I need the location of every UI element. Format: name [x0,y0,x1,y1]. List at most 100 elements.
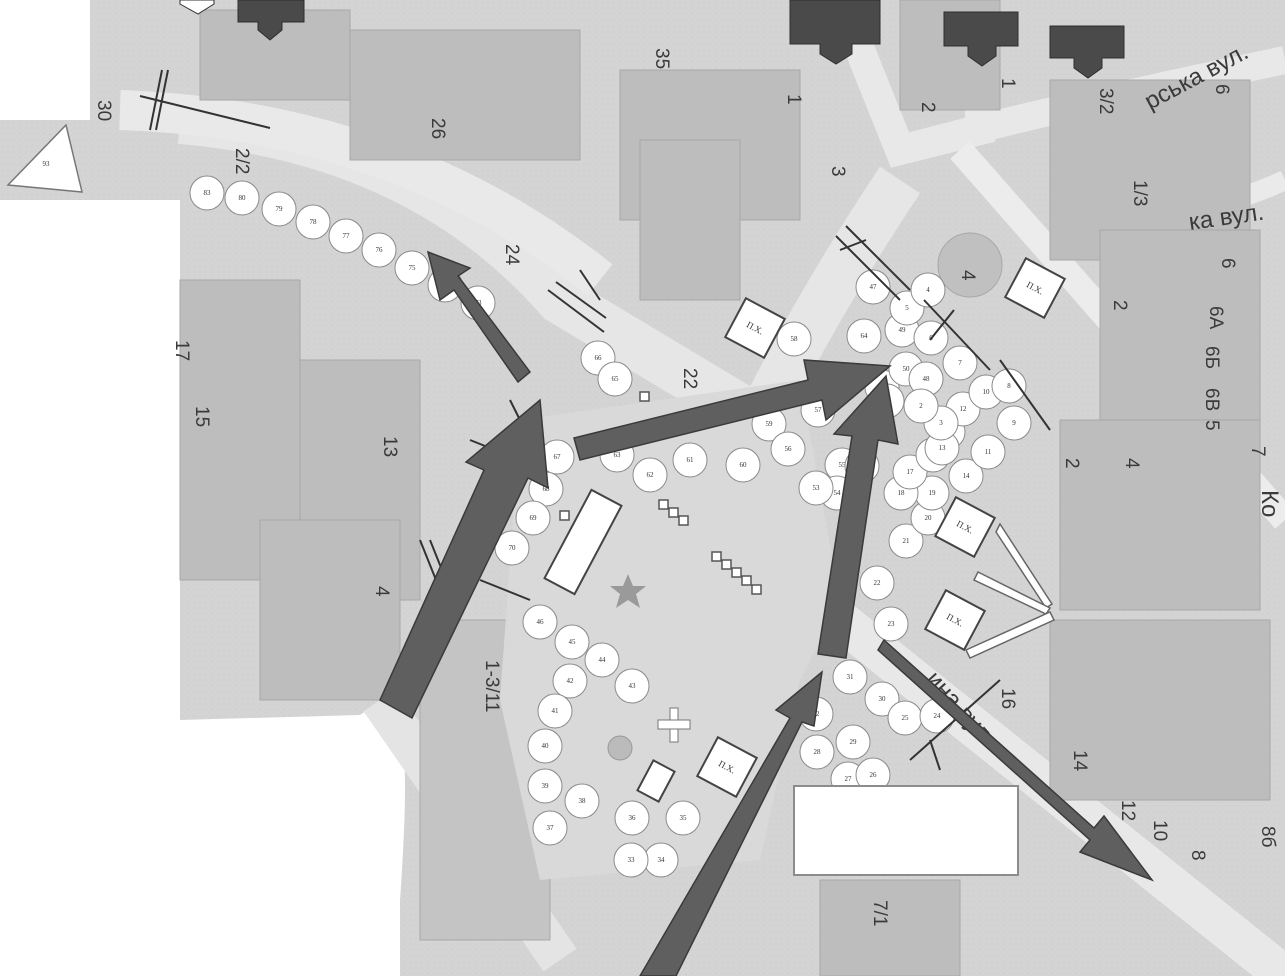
entry-arrow-icon [943,11,1019,67]
kiosk-number: 64 [861,332,869,340]
house-number: 24 [501,244,522,266]
flow-arrow-icon [573,359,892,461]
kiosk-number: 12 [960,405,968,413]
kiosk-circle-icon: 65 [597,361,633,397]
kiosk-number: 38 [579,797,587,805]
kiosk-number: 70 [509,544,517,552]
house-number: 6А [1205,306,1226,330]
kiosk-number: 61 [687,456,695,464]
kiosk-circle-icon: 14 [948,458,984,494]
plaza-objects [543,391,762,803]
kiosk-number: 4 [926,286,930,294]
house-number: 12 [1117,800,1138,821]
kiosk-number: 30 [879,695,887,703]
toilet-booth-icon: П.Х. [923,588,987,652]
house-number: 6В [1201,388,1222,411]
flow-arrow-icon [877,638,1155,882]
cross-icon [657,707,691,743]
house-number: 6 [1217,258,1238,269]
kiosk-number: 26 [870,771,878,779]
kiosk-number: 9 [1012,419,1016,427]
kiosk-number: 36 [629,814,637,822]
kiosk-number: 25 [902,714,910,722]
kiosk-number: 75 [409,264,417,272]
house-number: 13 [379,436,400,457]
star-monument-icon [610,574,646,608]
kiosk-number: 50 [903,365,911,373]
kiosk-number: 58 [791,335,799,343]
kiosk-number: 23 [888,620,896,628]
kiosk-circle-icon: 69 [515,500,551,536]
kiosk-number: 59 [766,420,774,428]
flow-arrow-icon [817,374,899,659]
kiosk-circle-icon: 41 [537,693,573,729]
traffic-barrier-icon [139,69,271,131]
kiosk-circle-icon: 75 [394,250,430,286]
kiosk-circle-icon: 39 [527,768,563,804]
kiosk-circle-icon: 46 [522,604,558,640]
house-number: 10 [1149,820,1170,841]
kiosk-number: 57 [815,406,823,414]
hollow-arrows [964,522,1056,659]
entry-arrow-icon [179,0,215,15]
house-number: 3/2 [1095,88,1116,114]
buildings [179,0,1271,976]
kiosk-circle-icon: 70 [494,530,530,566]
kiosk-circle-icon: 38 [564,783,600,819]
kiosk-circle-icon: 62 [632,457,668,493]
kiosk-number: 78 [310,218,318,226]
kiosk-number: 68 [543,485,551,493]
small-squares [559,391,762,595]
toilet-booths: П.Х. П.Х. П.Х. П.Х. П.Х. [695,256,1067,799]
traffic-barrier-icon [835,225,911,301]
kiosk-number: 2 [919,402,923,410]
kiosk-number: 22 [874,579,882,587]
booth-rect [636,759,676,803]
house-number: 5 [1201,420,1222,431]
kiosk-number: 24 [934,712,942,720]
kiosk-number: 48 [923,375,931,383]
kiosk-number: 14 [963,472,971,480]
kiosk-number: 29 [850,738,858,746]
entry-arrow-icon [1049,25,1125,79]
house-number: 3 [827,166,848,177]
kiosk-circle-icon: 8 [991,368,1027,404]
kiosk-number: 80 [239,194,247,202]
kiosk-circle-icon: 37 [532,810,568,846]
kiosk-number: 5 [905,304,909,312]
kiosk-circle-icon: 77 [328,218,364,254]
kiosk-number: 41 [552,707,560,715]
house-number: 1 [783,94,804,105]
kiosk-number: 28 [814,748,822,756]
kiosk-circle-icon: 58 [776,321,812,357]
kiosk-number: 19 [929,489,937,497]
house-number: 4 [957,270,978,281]
house-number: 17 [171,340,192,361]
kiosk-circle-icon: 53 [798,470,834,506]
flow-arrow-icon [639,670,824,976]
house-number: 15 [191,406,212,427]
kiosk-number: 37 [547,824,555,832]
kiosk-number: 49 [899,326,907,334]
kiosk-circle-icon: 78 [295,204,331,240]
kiosk-number: 62 [647,471,655,479]
traffic-barrier-icon [923,299,1051,431]
kiosk-circle-icon: 42 [552,663,588,699]
kiosk-circle-icon: 45 [554,624,590,660]
kiosk-number: 45 [569,638,577,646]
kiosk-circle-icon: 83 [189,175,225,211]
stage-rect [543,488,623,596]
kiosk-number: 69 [530,514,538,522]
house-number: 2 [917,102,938,113]
kiosk-number: 54 [834,489,842,497]
kiosk-number: 56 [785,445,793,453]
entry-arrow-icon [237,0,305,41]
kiosk-number: 7 [958,359,962,367]
kiosk-circle-icon: 29 [835,724,871,760]
house-number: 7 [1247,446,1268,457]
kiosk-number: 67 [554,453,562,461]
kiosk-number: 55 [839,461,847,469]
house-number: 1 [997,78,1018,89]
house-number: 35 [651,48,672,69]
house-number: 22 [679,368,700,389]
